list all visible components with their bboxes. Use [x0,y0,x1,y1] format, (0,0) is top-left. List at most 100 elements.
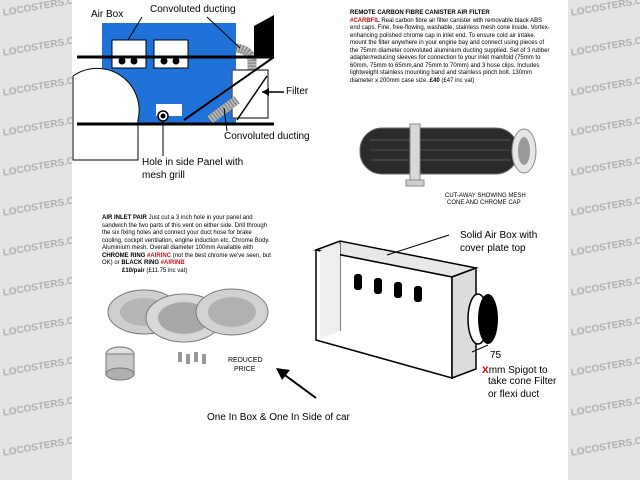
airbox-port [394,282,402,298]
airbox-window-left [111,39,147,69]
carbon-ad-price-note: (£47 inc vat) [441,77,475,84]
airbox-inner-shade [320,244,340,339]
watermark-text: LOCOSTERS.CO.UK [570,271,640,299]
watermark-text: LOCOSTERS.CO.UK [570,191,640,219]
rollbar-shape [254,15,274,56]
mounting-band [409,123,421,181]
label-filter: Filter [286,86,309,97]
watermark-text: LOCOSTERS.CO.UK [570,351,640,379]
inlet-ad-body-2: (not the best chrome we've seen, but OK)… [102,252,271,267]
label-mesh-grill: mesh grill [142,170,185,181]
inlet-price-note: (£11.75 inc vat) [146,267,188,274]
inlet-black-label: BLACK RING [121,260,160,266]
label-solid-air-box: Solid Air Box with [460,230,538,241]
watermark-text: LOCOSTERS.CO.UK [570,151,640,179]
fixing-screw [194,352,198,362]
carbon-caption-2: CONE AND CHROME CAP [447,200,521,206]
carbon-ad-code: #CARBFIL [350,17,380,24]
label-spigot-text: mm Spigot to [488,365,548,376]
watermark-text: LOCOSTERS.CO.UK [2,71,72,99]
spigot-opening [478,294,498,344]
label-air-box: Air Box [91,9,124,20]
solid-airbox-diagram [313,234,498,380]
watermark-text: LOCOSTERS.CO.UK [2,391,72,419]
label-convoluted-ducting-bottom: Convoluted ducting [224,131,310,142]
price-label: PRICE [234,366,256,373]
carbon-canister [360,128,518,174]
watermark-text: LOCOSTERS.CO.UK [2,151,72,179]
arrow-filter-head [262,88,269,96]
carbon-ad-body: Real carbon fibre air filter canister wi… [350,17,550,84]
watermark-column-left: LOCOSTERS.CO.UK LOCOSTERS.CO.UK LOCOSTER… [0,0,72,480]
inlet-spigot-bottom [105,367,135,381]
wheel-cutout [72,67,140,161]
label-take-cone-filter: take cone Filter [488,376,557,387]
watermark-text: LOCOSTERS.CO.UK [570,0,640,19]
inlet-ad-title: AIR INLET PAIR [102,215,147,221]
content-sheet: Air Box Convoluted ducting Filter Convol… [72,0,568,480]
watermark-text: LOCOSTERS.CO.UK [2,111,72,139]
leader-spigot [471,344,489,353]
label-one-in-box: One In Box & One In Side of car [207,412,350,423]
crossed-out-mark: x [482,362,489,376]
inlet-ad-body-1: Just cut a 3 inch hole in your panel and… [102,215,270,251]
mounting-bracket [405,179,425,187]
carbon-filter-photo [350,112,550,210]
inlet-chrome-label: CHROME RING [102,252,146,259]
reduced-label: REDUCED [228,357,263,364]
chassis-diagonal [183,56,275,121]
filter-box [231,69,269,119]
leader-air-box [127,16,143,41]
carbon-ad-price: £40 [429,77,440,84]
watermark-text: LOCOSTERS.CO.UK [570,311,640,339]
inlet-black-code: #AIRINB [160,260,185,266]
leader-solid-box [386,234,450,256]
watermark-text: LOCOSTERS.CO.UK [2,231,72,259]
port-dot [118,57,126,65]
convoluted-duct-top-ribs [235,43,257,74]
airbox-port [354,274,362,290]
watermark-text: LOCOSTERS.CO.UK [570,71,640,99]
label-hole-side-panel: Hole in side Panel with [142,157,244,168]
side-panel-hole-center [160,113,166,119]
inlet-price: £10/pair [122,267,145,274]
airbox-port [414,286,422,302]
port-dot [160,57,168,65]
inlet-ad-text: AIR INLET PAIR Just cut a 3 inch hole in… [102,215,274,275]
watermark-text: LOCOSTERS.CO.UK [2,431,72,459]
airbox-window-right [153,39,189,69]
watermark-column-right: LOCOSTERS.CO.UK LOCOSTERS.CO.UK LOCOSTER… [568,0,640,480]
carbon-ad-text: REMOTE CARBON FIBRE CANISTER AIR FILTER … [350,10,550,85]
watermark-text: LOCOSTERS.CO.UK [570,111,640,139]
inlet-mesh-right [208,297,256,327]
watermark-text: LOCOSTERS.CO.UK [2,31,72,59]
leader-convoluted-bottom [223,107,228,132]
watermark-text: LOCOSTERS.CO.UK [570,231,640,259]
chrome-cap-inner [518,137,530,165]
arrow-head [276,368,290,380]
label-flexi-duct: or flexi duct [488,389,540,400]
watermark-text: LOCOSTERS.CO.UK [2,311,72,339]
fixing-screw [186,354,190,364]
filter-brace [236,75,268,121]
watermark-text: LOCOSTERS.CO.UK [2,0,72,19]
label-cover-plate-top: cover plate top [460,243,526,254]
watermark-text: LOCOSTERS.CO.UK [2,271,72,299]
port-dot [130,57,138,65]
airbox-top-diagram [72,15,284,161]
fixing-screw [178,352,182,362]
inlet-chrome-code: #AIRINC [147,252,172,259]
air-inlet-ad: AIR INLET PAIR Just cut a 3 inch hole in… [102,215,274,275]
convoluted-duct-bottom-ribs [207,96,240,124]
port-dot [172,57,180,65]
air-inlet-photo [102,282,282,382]
watermark-text: LOCOSTERS.CO.UK [2,191,72,219]
airbox-side-face [451,266,477,380]
carbon-caption-1: CUT-AWAY SHOWING MESH [445,193,526,199]
fixing-screw [202,354,206,364]
watermark-text: LOCOSTERS.CO.UK [570,391,640,419]
watermark-text: LOCOSTERS.CO.UK [2,351,72,379]
label-spigot: xmm Spigot to [482,363,548,377]
airbox-port [374,278,382,294]
leader-convoluted-top [206,16,241,49]
